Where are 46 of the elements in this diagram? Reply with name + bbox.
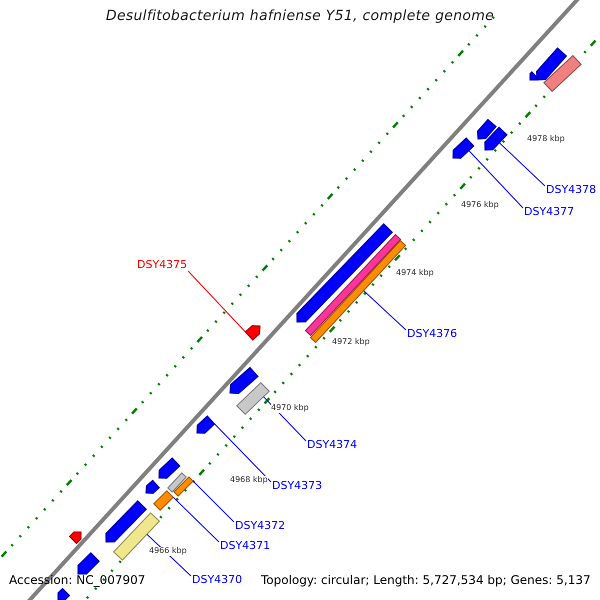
- scale-label: 4966 kbp: [149, 547, 187, 556]
- scale-label: 4974 kbp: [396, 269, 434, 278]
- leader-line: [188, 270, 246, 332]
- title: Desulfitobacterium hafniense Y51, complete genome: [104, 9, 496, 24]
- gene-block: [484, 126, 508, 151]
- accession-text: Accession: NC_007907: [9, 574, 146, 588]
- gene-label: DSY4377: [524, 206, 574, 218]
- leader-line: [498, 142, 546, 186]
- gene-block: [452, 137, 474, 159]
- feature-bar: [236, 382, 270, 415]
- scale-label: 4972 kbp: [332, 338, 370, 347]
- gene-label: DSY4373: [272, 480, 322, 492]
- gene-label: DSY4370: [192, 574, 242, 586]
- gene-label: DSY4372: [235, 520, 286, 532]
- gene-block: [229, 366, 259, 394]
- leader-line: [172, 496, 220, 542]
- gene-block: [196, 415, 216, 434]
- scale-label: 4978 kbp: [527, 135, 565, 144]
- gene-block: [78, 552, 100, 574]
- feature-bar: [543, 54, 582, 92]
- feature-bar: [153, 490, 174, 511]
- gene-block: [536, 47, 568, 81]
- leader-line: [468, 150, 524, 208]
- gene-block: [296, 223, 393, 322]
- gene-block: [145, 480, 160, 494]
- gene-block: [530, 71, 539, 80]
- gene-label: DSY4378: [546, 184, 596, 196]
- feature-bar: [167, 472, 187, 493]
- feature-bar: [173, 476, 194, 497]
- leader-line: [192, 480, 234, 522]
- gene-block: [158, 457, 180, 479]
- gene-block: [105, 500, 147, 542]
- gene-label: DSY4375: [137, 259, 188, 272]
- leader-line: [214, 424, 272, 482]
- gene-label: DSY4376: [407, 328, 458, 340]
- gene-label: DSY4371: [220, 540, 270, 552]
- gene-block: [244, 325, 261, 341]
- gene-block: [476, 118, 497, 140]
- scale-label: 4968 kbp: [230, 476, 268, 485]
- gene-label: DSY4374: [307, 439, 358, 452]
- gene-block: [68, 532, 82, 544]
- summary-text: Topology: circular; Length: 5,727,534 bp; Genes: 5,137: [261, 574, 591, 588]
- gene-block: [58, 588, 70, 600]
- leader-line: [363, 290, 406, 330]
- scale-label: 4976 kbp: [461, 201, 499, 210]
- scale-label: 4970 kbp: [271, 404, 309, 413]
